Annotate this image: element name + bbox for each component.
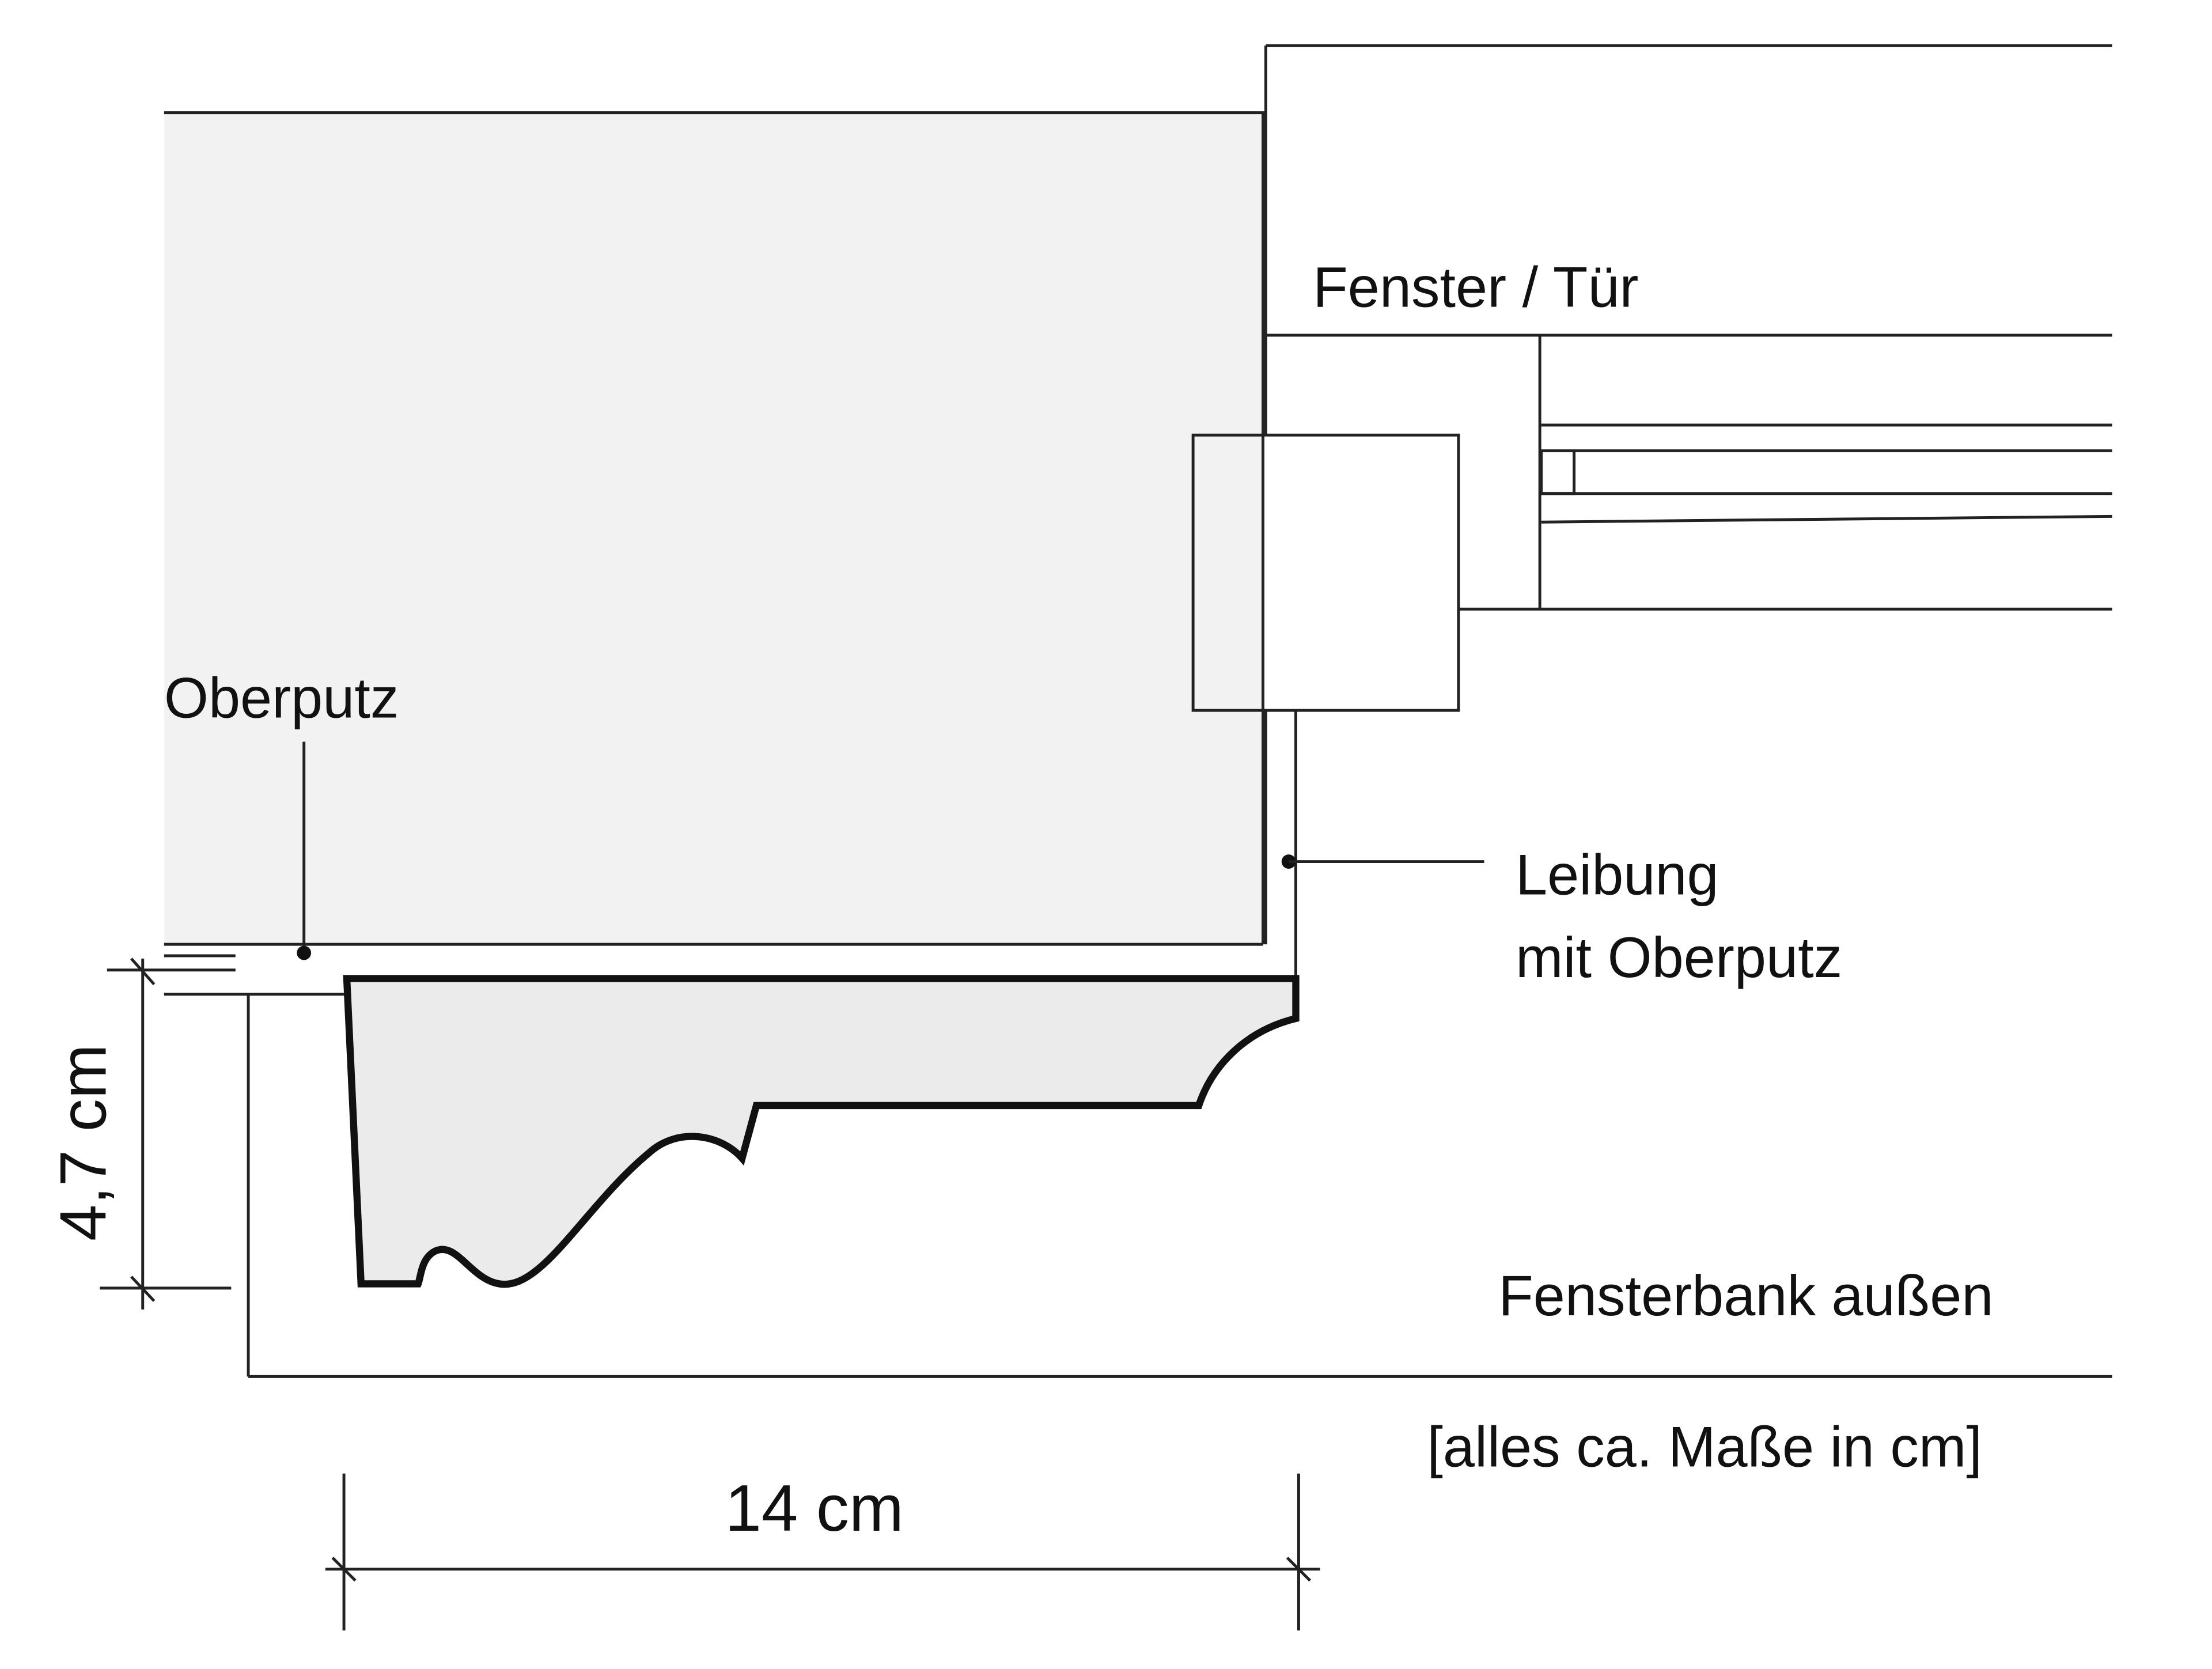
window-sill-profile bbox=[343, 975, 1300, 1288]
frame-block bbox=[1191, 433, 1460, 712]
height-dimension-label: 4,7 cm bbox=[47, 1044, 120, 1241]
sill-label: Fensterbank außen bbox=[1498, 1263, 1993, 1327]
width-dimension-label: 14 cm bbox=[725, 1472, 904, 1545]
leibung-label-line1: Leibung bbox=[1516, 843, 1719, 907]
measurement-note: [alles ca. Maße in cm] bbox=[1427, 1414, 1982, 1478]
width-dimension bbox=[325, 1473, 1320, 1631]
height-dimension bbox=[100, 958, 236, 1310]
oberputz-marker bbox=[297, 945, 312, 960]
leibung-label-line2: mit Oberputz bbox=[1516, 925, 1842, 989]
window-frame bbox=[1191, 44, 2112, 712]
oberputz-label: Oberputz bbox=[164, 665, 399, 729]
wall-section bbox=[164, 112, 1263, 945]
window-label: Fenster / Tür bbox=[1313, 255, 1638, 319]
